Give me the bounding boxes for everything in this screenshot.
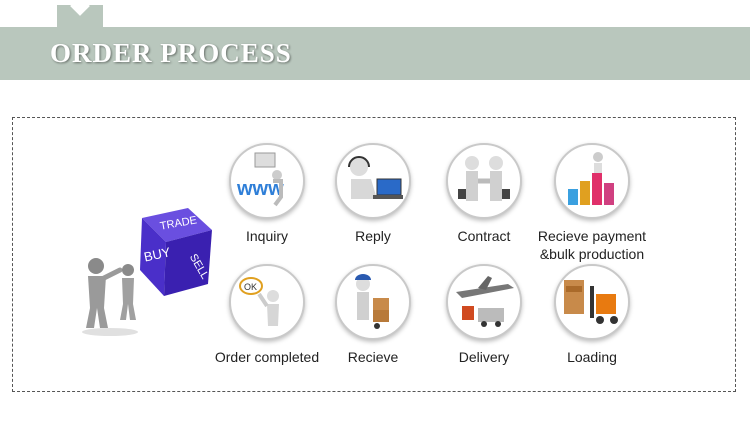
hand-truck-icon: [335, 264, 411, 340]
bar-chart-icon: [554, 143, 630, 219]
step-label: Loading: [567, 349, 617, 365]
step-contract: Contract: [424, 143, 544, 245]
step-delivery: Delivery: [424, 264, 544, 366]
process-panel: [12, 117, 736, 392]
step-label: Delivery: [458, 349, 510, 365]
page-title: ORDER PROCESS: [50, 38, 292, 68]
people-cube-icon: TRADE BUY SELL: [82, 208, 212, 336]
step-recieve: Recieve: [313, 264, 433, 366]
airplane-truck-icon: [446, 264, 522, 340]
step-label: Reply: [355, 228, 391, 244]
forklift-icon: [554, 264, 630, 340]
handshake-icon: [446, 143, 522, 219]
svg-text:OK: OK: [244, 282, 257, 292]
step-order-completed: OK Order completed: [207, 264, 327, 366]
step-label: Inquiry: [245, 228, 289, 244]
trade-illustration: TRADE BUY SELL: [80, 200, 230, 340]
headset-laptop-icon: [335, 143, 411, 219]
step-label: Contract: [457, 228, 511, 244]
cube-text-buy: BUY: [143, 244, 173, 264]
www-icon: www: [229, 143, 305, 219]
step-inquiry: www Inquiry: [207, 143, 327, 245]
step-label: Recieve payment &bulk production: [537, 228, 647, 262]
ok-sign-icon: OK: [229, 264, 305, 340]
header-banner: [0, 27, 750, 80]
step-reply: Reply: [313, 143, 433, 245]
step-label: Order completed: [214, 349, 320, 365]
svg-text:www: www: [236, 178, 284, 200]
step-loading: Loading: [532, 264, 652, 366]
step-label: Recieve: [347, 349, 399, 365]
step-payment-production: Recieve payment &bulk production: [532, 143, 652, 263]
banner-tab: [57, 5, 103, 31]
